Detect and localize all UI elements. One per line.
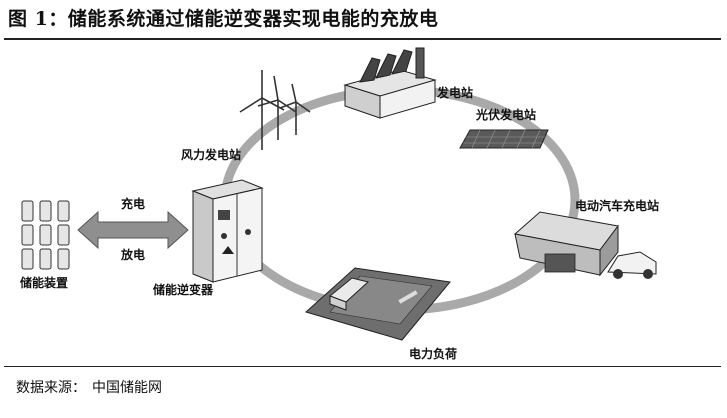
inverter-cabinet-icon bbox=[191, 179, 264, 283]
discharge-label: 放电 bbox=[120, 247, 145, 262]
energy-storage-diagram: 发电站 光伏发电站 风力发电站 bbox=[20, 47, 659, 361]
source-note: 数据来源： 中国储能网 bbox=[16, 377, 168, 397]
bottom-divider bbox=[4, 366, 721, 367]
solar-panel-icon bbox=[459, 129, 549, 149]
load-label: 电力负荷 bbox=[409, 346, 457, 361]
battery-array-icon bbox=[21, 200, 70, 270]
figure-title: 图 1：储能系统通过储能逆变器实现电能的充放电 bbox=[8, 8, 439, 30]
power-plant-label: 发电站 bbox=[436, 85, 473, 100]
bidirectional-arrow-icon bbox=[77, 210, 189, 250]
top-divider bbox=[4, 38, 721, 40]
inverter-label: 储能逆变器 bbox=[153, 282, 214, 297]
wind-label: 风力发电站 bbox=[181, 147, 241, 162]
ev-station-label: 电动汽车充电站 bbox=[575, 198, 659, 213]
solar-label: 光伏发电站 bbox=[475, 107, 536, 122]
power-plant-icon bbox=[343, 47, 437, 119]
source-value: 中国储能网 bbox=[92, 380, 162, 396]
wind-turbine-icon bbox=[239, 70, 311, 150]
storage-label: 储能装置 bbox=[20, 275, 68, 290]
source-label: 数据来源： bbox=[16, 380, 86, 396]
car-icon bbox=[607, 251, 657, 279]
ev-station-icon bbox=[513, 211, 619, 277]
charge-label: 充电 bbox=[121, 196, 145, 211]
electrical-load-icon bbox=[304, 267, 451, 341]
